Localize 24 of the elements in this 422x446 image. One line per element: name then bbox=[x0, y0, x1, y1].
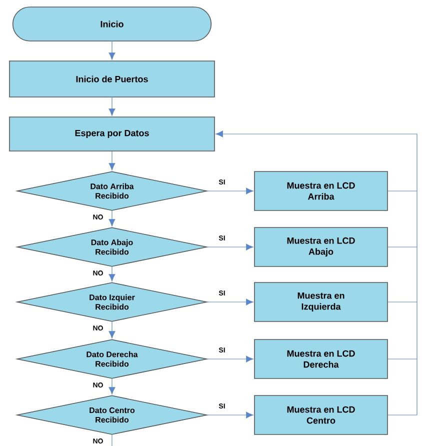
arrow bbox=[207, 244, 254, 250]
process-box: Muestra en LCD Derecha bbox=[254, 339, 388, 379]
connector-line bbox=[388, 358, 418, 360]
connector-line bbox=[388, 246, 418, 248]
arrow bbox=[216, 130, 418, 416]
process-box: Muestra en Izquierda bbox=[254, 282, 388, 322]
connector-line bbox=[388, 190, 418, 192]
arrow bbox=[108, 266, 116, 282]
arrow bbox=[108, 210, 116, 226]
arrow bbox=[108, 41, 116, 60]
arrow bbox=[207, 298, 254, 306]
connector-line bbox=[388, 414, 418, 416]
arrow bbox=[207, 356, 254, 362]
process-box: Muestra en LCD Arriba bbox=[254, 171, 388, 211]
arrow bbox=[207, 188, 254, 194]
process-box: Inicio de Puertos bbox=[9, 60, 215, 98]
arrow bbox=[108, 97, 116, 116]
process-box: Espera por Datos bbox=[9, 116, 215, 152]
arrow bbox=[207, 412, 254, 418]
arrow bbox=[108, 322, 116, 338]
process-box: Muestra en LCD Abajo bbox=[254, 227, 388, 267]
arrow bbox=[108, 151, 116, 170]
process-box: Muestra en LCD Centro bbox=[254, 395, 388, 435]
arrow bbox=[108, 378, 116, 394]
